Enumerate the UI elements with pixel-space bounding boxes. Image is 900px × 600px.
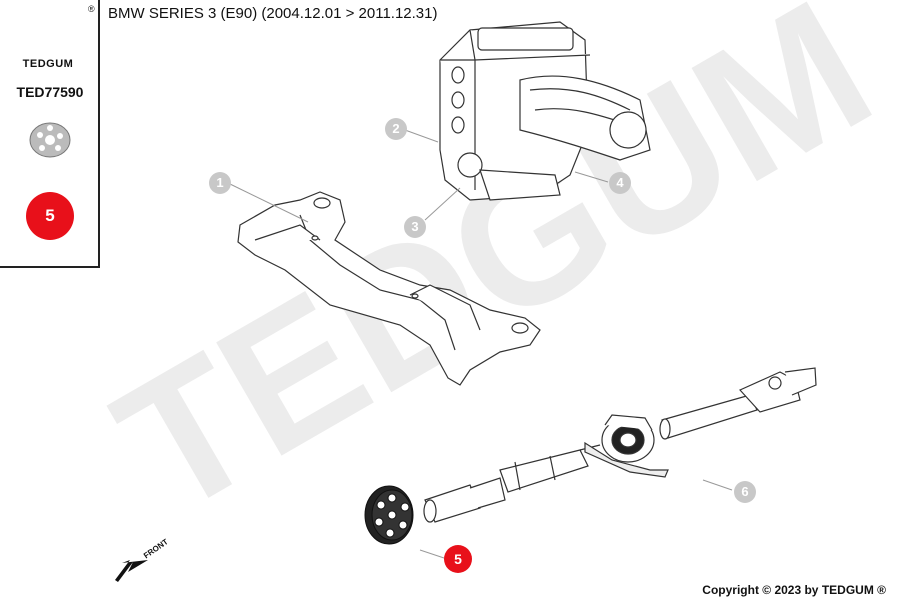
- registered-mark: ®: [88, 4, 95, 14]
- brand-name: TEDGUM: [22, 58, 74, 70]
- part-code: TED77590: [16, 84, 84, 100]
- callout-2: 2: [385, 118, 407, 140]
- center-bearing: [584, 414, 669, 478]
- callout-3: 3: [404, 216, 426, 238]
- leader-lines: [229, 129, 733, 559]
- flex-disc: [364, 485, 414, 545]
- callout-5: 5: [444, 545, 472, 573]
- callout-6: 6: [734, 481, 756, 503]
- propeller-shaft: [423, 367, 817, 523]
- part-thumbnail: [29, 122, 71, 158]
- position-badge: 5: [26, 192, 74, 240]
- brand-logo: TEDGUM: [8, 10, 88, 72]
- part-sidebar: TEDGUM ® TED77590 5: [0, 0, 100, 268]
- callout-1: 1: [209, 172, 231, 194]
- vehicle-title: BMW SERIES 3 (E90) (2004.12.01 > 2011.12…: [108, 5, 438, 22]
- front-arrow-icon: [115, 560, 148, 582]
- engine-block: [439, 21, 651, 201]
- callout-4: 4: [609, 172, 631, 194]
- copyright-notice: Copyright © 2023 by TEDGUM ®: [702, 583, 886, 597]
- subframe: [237, 191, 541, 386]
